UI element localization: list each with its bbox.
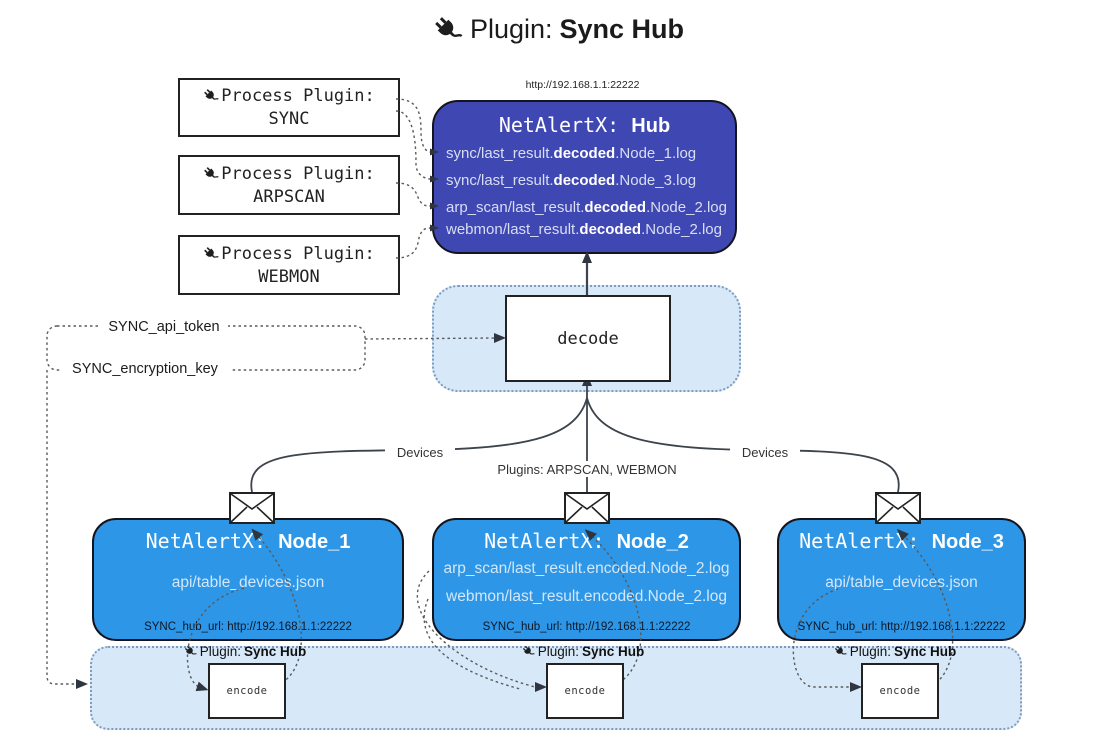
encoder-plugin-label: Plugin: Sync Hub: [820, 643, 970, 659]
process-plugin-box-arpscan: Process Plugin: ARPSCAN: [178, 155, 400, 215]
edge-label-devices-right: Devices: [730, 444, 800, 460]
process-plugin-name: WEBMON: [258, 266, 320, 287]
node-title: NetAlertX: Node_1: [145, 529, 351, 553]
hub-url-label: http://192.168.1.1:22222: [525, 79, 640, 91]
edge-label-plugins: Plugins: ARPSCAN, WEBMON: [497, 461, 677, 477]
plug-icon: [203, 246, 219, 262]
plug-icon: [834, 645, 847, 658]
encode-box: encode: [546, 663, 624, 719]
encode-box: encode: [208, 663, 286, 719]
page-title-prefix: Plugin:: [469, 14, 553, 44]
plug-icon: [522, 645, 535, 658]
node-hub-url: SYNC_hub_url: http://192.168.1.1:22222: [797, 621, 1006, 633]
node-hub-url: SYNC_hub_url: http://192.168.1.1:22222: [144, 621, 352, 633]
process-plugin-label: Process Plugin:: [221, 163, 375, 184]
hub-log-line: arp_scan/last_result.decoded.Node_2.log: [446, 199, 727, 216]
node-title: NetAlertX: Node_2: [484, 529, 689, 553]
hub-log-line: webmon/last_result.decoded.Node_2.log: [446, 221, 722, 238]
process-plugin-name: ARPSCAN: [253, 186, 325, 207]
process-plugin-box-sync: Process Plugin: SYNC: [178, 78, 400, 137]
plug-icon: [203, 166, 219, 182]
envelope-icon: [875, 492, 921, 524]
hub-title: NetAlertX: Hub: [498, 113, 671, 137]
process-plugin-box-webmon: Process Plugin: WEBMON: [178, 235, 400, 295]
hub-log-line: sync/last_result.decoded.Node_1.log: [446, 145, 697, 162]
process-plugin-label: Process Plugin:: [221, 86, 375, 106]
plug-icon: [433, 15, 463, 45]
encoder-plugin-label: Plugin: Sync Hub: [508, 643, 658, 659]
wire-webmon-to-hub-log4: [395, 224, 439, 259]
hub-log-line: sync/last_result.decoded.Node_3.log: [446, 172, 697, 189]
node-file: webmon/last_result.encoded.Node_2.log: [446, 588, 727, 605]
node-box-node3: NetAlertX: Node_3 api/table_devices.json…: [777, 518, 1026, 641]
envelope-icon: [229, 492, 275, 524]
decode-label: decode: [557, 328, 619, 349]
wire-arpscan-to-hub-log3: [395, 182, 439, 210]
encode-box: encode: [861, 663, 939, 719]
envelope-icon: [564, 492, 610, 524]
page-title: Plugin: Sync Hub: [0, 14, 1117, 45]
node-hub-url: SYNC_hub_url: http://192.168.1.1:22222: [482, 621, 691, 633]
edge-label-devices-left: Devices: [385, 444, 455, 460]
node-box-node2: NetAlertX: Node_2 arp_scan/last_result.e…: [432, 518, 741, 641]
plug-icon: [203, 88, 219, 104]
page-title-name: Sync Hub: [559, 14, 685, 44]
hub-box: NetAlertX: Hub sync/last_result.decoded.…: [432, 100, 737, 254]
process-plugin-label: Process Plugin:: [221, 243, 375, 264]
node-file: api/table_devices.json: [171, 574, 325, 591]
sync-api-token-label: SYNC_api_token: [100, 318, 228, 335]
decode-box: decode: [505, 295, 671, 382]
node-box-node1: NetAlertX: Node_1 api/table_devices.json…: [92, 518, 404, 641]
sync-encryption-key-label: SYNC_encryption_key: [60, 360, 230, 377]
encoder-plugin-label: Plugin: Sync Hub: [170, 643, 320, 659]
wire-secrets-to-encoders: [46, 370, 88, 689]
node-file: api/table_devices.json: [825, 574, 978, 591]
node-title: NetAlertX: Node_3: [799, 529, 1004, 553]
wire-sync-to-hub-log2: [395, 110, 439, 183]
wire-sync-to-hub-log1: [395, 98, 439, 156]
node-file: arp_scan/last_result.encoded.Node_2.log: [443, 560, 730, 577]
process-plugin-name: SYNC: [268, 109, 310, 129]
plug-icon: [184, 645, 197, 658]
